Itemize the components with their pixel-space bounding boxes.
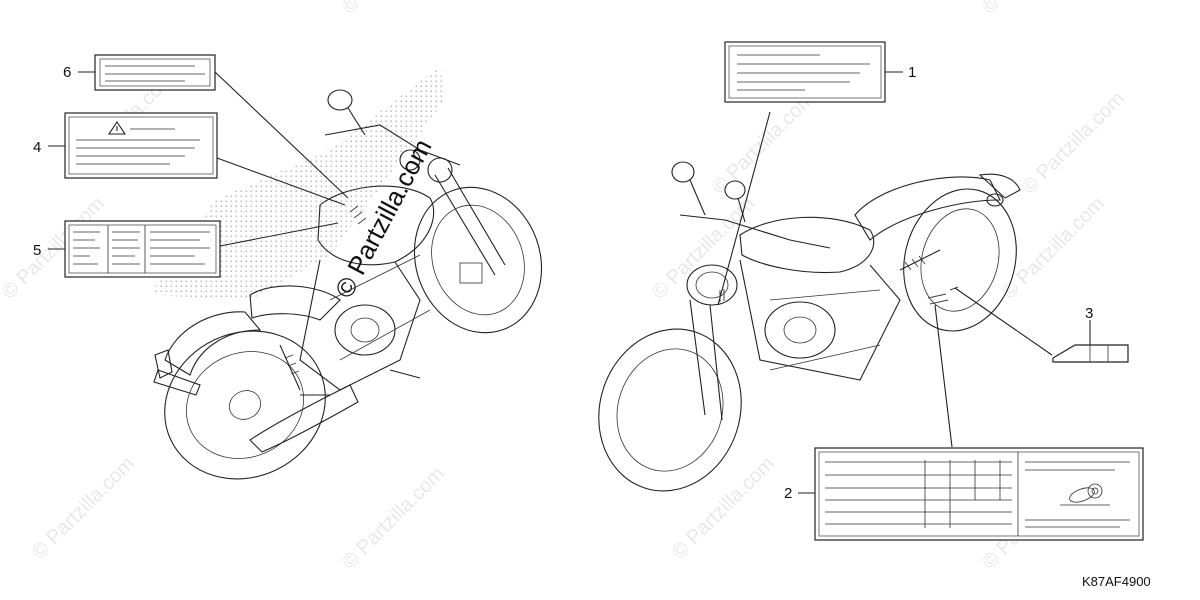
label-3-position <box>949 286 959 291</box>
fuel-tank <box>317 185 435 266</box>
stipple-shadow <box>150 66 445 300</box>
rear-wheel <box>903 188 1017 332</box>
right-leaders <box>717 71 1091 494</box>
watermark: © Partzilla.com <box>338 0 449 19</box>
tire-pressure-icon <box>1060 483 1110 506</box>
label-1 <box>724 41 886 103</box>
watermark: © Partzilla.com <box>28 453 139 564</box>
front-wheel <box>598 328 742 492</box>
watermark: © Partzilla.com <box>648 193 759 304</box>
label-5 <box>64 220 221 278</box>
callout-1: 1 <box>908 64 916 81</box>
label-6 <box>94 54 216 91</box>
mirror <box>671 161 695 183</box>
left-motorcycle <box>150 66 543 480</box>
exhaust <box>249 384 359 453</box>
watermark: © Partzilla.com <box>338 463 449 574</box>
tank-badge <box>349 205 367 225</box>
callout-2: 2 <box>784 485 792 502</box>
callout-numbers: 1 2 3 4 5 6 <box>33 64 1093 502</box>
label-3 <box>1052 344 1129 363</box>
front-wheel <box>413 186 543 334</box>
headlight <box>686 264 738 306</box>
callout-6: 6 <box>63 64 71 81</box>
callout-5: 5 <box>33 242 41 259</box>
mirror <box>327 89 353 111</box>
watermark: © Partzilla.com <box>1018 88 1129 199</box>
right-motorcycle <box>598 161 1021 492</box>
watermark: © Partzilla.com <box>708 88 819 199</box>
rear-wheel <box>164 330 326 480</box>
label-2-position <box>927 293 949 305</box>
warning-triangle-icon <box>107 121 127 135</box>
label-2 <box>814 447 1144 541</box>
diagram-code: K87AF4900 <box>1082 574 1151 589</box>
label-4 <box>64 112 218 179</box>
watermark: © Partzilla.com <box>668 453 779 564</box>
left-leaders <box>48 71 349 250</box>
watermark: © Partzilla.com <box>998 193 1109 304</box>
watermark: © Partzilla.com <box>978 0 1089 19</box>
callout-4: 4 <box>33 139 41 156</box>
callout-3: 3 <box>1085 305 1093 322</box>
fuel-tank <box>739 216 875 274</box>
